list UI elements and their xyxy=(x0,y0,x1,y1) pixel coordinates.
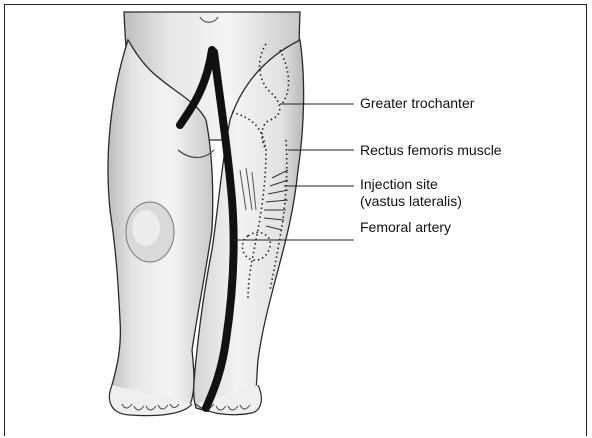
label-injection-site: Injection site xyxy=(360,176,438,193)
label-greater-trochanter: Greater trochanter xyxy=(360,95,474,112)
label-femoral-artery: Femoral artery xyxy=(360,219,451,236)
label-rectus-femoris: Rectus femoris muscle xyxy=(360,142,502,159)
label-vastus-lateralis: (vastus lateralis) xyxy=(360,193,462,210)
